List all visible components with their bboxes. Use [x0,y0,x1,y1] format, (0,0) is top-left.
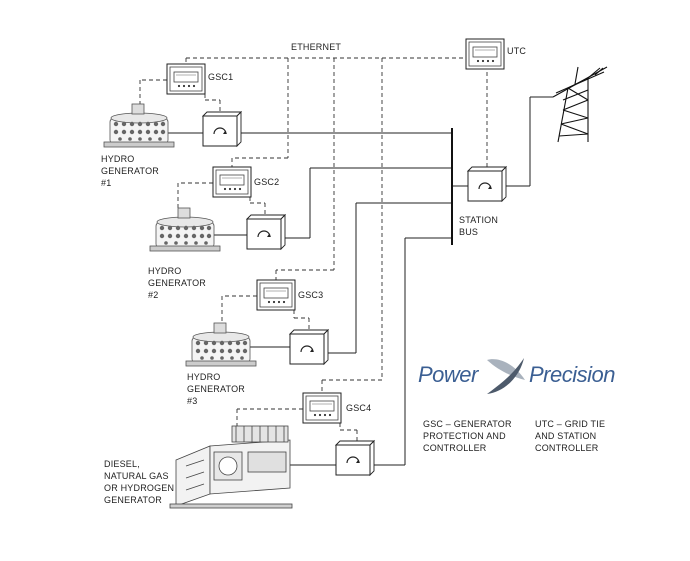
gsc4-label: GSC4 [346,403,372,413]
utc-controller-icon [465,38,505,70]
gsc2-label: GSC2 [254,177,280,187]
gsc1-label: GSC1 [208,72,234,82]
ethernet-network [139,57,488,441]
logo-word-power: Power [418,362,478,387]
gsc2-controller-icon [212,166,252,198]
ethernet-label: ETHERNET [291,42,342,52]
gsc3-controller-icon [256,279,296,311]
hydro-generator-1-icon [103,103,175,148]
utc-label: UTC [507,46,527,56]
power-precision-logo-mark [487,358,525,394]
gsc1-controller-icon [166,63,206,95]
station-bus-label: STATION BUS [459,215,499,237]
hydro-generator-3-icon [185,322,257,367]
transmission-tower-icon [552,66,608,143]
logo-word-precision: Precision [529,362,615,387]
hydro-generator-1-label: HYDRO GENERATOR #1 [101,154,159,188]
gsc4-controller-icon [302,392,342,424]
utc-breaker-icon [467,166,507,202]
breaker-2-icon [246,214,286,250]
hydro-generator-2-label: HYDRO GENERATOR #2 [148,266,206,300]
utc-legend: UTC – GRID TIE AND STATION CONTROLLER [535,419,606,453]
power-lines [155,96,553,466]
gsc3-label: GSC3 [298,290,324,300]
power-precision-logo: Power Precision [418,360,633,396]
gsc-legend: GSC – GENERATOR PROTECTION AND CONTROLLE… [423,419,512,453]
hydro-generator-2-icon [149,207,221,252]
breaker-4-icon [335,440,375,476]
engine-generator-label: DIESEL, NATURAL GAS OR HYDROGEN GENERATO… [104,459,175,505]
hydro-generator-3-label: HYDRO GENERATOR #3 [187,372,245,406]
breaker-1-icon [202,111,242,147]
engine-generator-icon [169,425,293,509]
breaker-3-icon [289,329,329,365]
